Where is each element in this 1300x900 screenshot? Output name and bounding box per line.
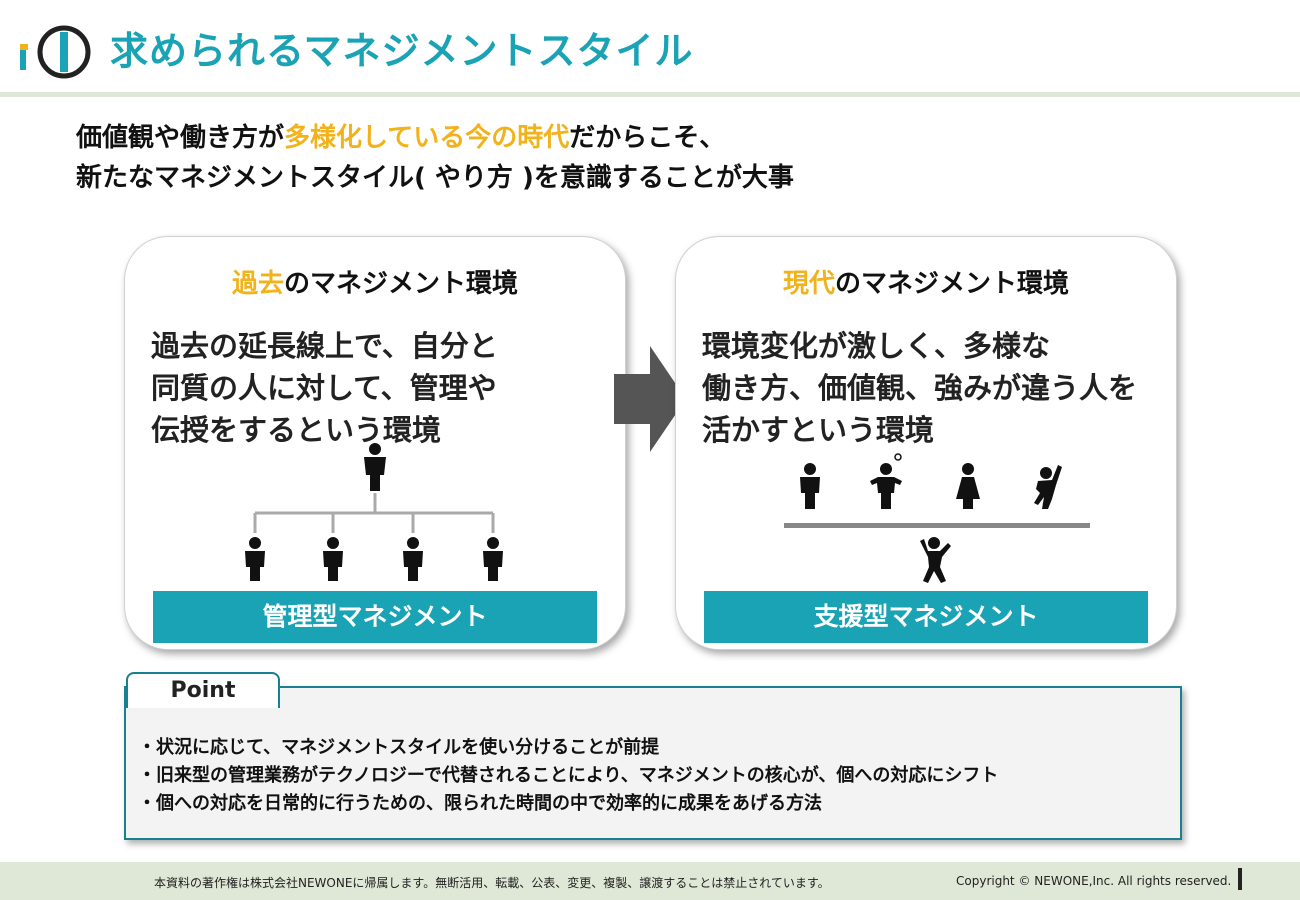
panel-past-title: 過去のマネジメント環境	[125, 263, 625, 300]
support-style-illustration	[784, 453, 1090, 583]
panel-present-management: 現代のマネジメント環境 環境変化が激しく、多様な 働き方、価値観、強みが違う人を…	[675, 236, 1177, 650]
lead-line-2: 新たなマネジメントスタイル( やり方 )を意識することが大事	[76, 163, 794, 193]
panel-present-description: 環境変化が激しく、多様な 働き方、価値観、強みが違う人を 活かすという環境	[702, 325, 1137, 451]
lead-line-1: 価値観や働き方が多様化している今の時代だからこそ、	[76, 118, 794, 158]
footer-page-marker	[1238, 868, 1242, 890]
lead-line-1-suffix: だからこそ、	[569, 123, 726, 153]
panel-present-title-rest: のマネジメント環境	[835, 269, 1070, 299]
header-divider	[0, 92, 1300, 97]
lead-text: 価値観や働き方が多様化している今の時代だからこそ、 新たなマネジメントスタイル(…	[76, 118, 794, 198]
person-icon	[245, 537, 265, 581]
lead-line-1-highlight: 多様化している今の時代	[284, 123, 570, 153]
panel-past-title-highlight: 過去	[231, 269, 284, 299]
panel-past-bar: 管理型マネジメント	[153, 591, 597, 643]
person-icon	[483, 537, 503, 581]
panel-present-line-2: 働き方、価値観、強みが違う人を	[702, 371, 1138, 405]
point-item-1: ・状況に応じて、マネジメントスタイルを使い分けることが前提	[138, 737, 660, 758]
person-icon	[956, 463, 980, 509]
lead-line-1-prefix: 価値観や働き方が	[76, 123, 285, 153]
header: 求められるマネジメントスタイル	[0, 0, 1300, 92]
point-box: ・状況に応じて、マネジメントスタイルを使い分けることが前提 ・旧来型の管理業務が…	[124, 686, 1182, 840]
panel-present-line-1: 環境変化が激しく、多様な	[702, 329, 1051, 363]
person-icon	[870, 453, 902, 509]
panel-past-management: 過去のマネジメント環境 過去の延長線上で、自分と 同質の人に対して、管理や 伝授…	[124, 236, 626, 650]
person-icon	[403, 537, 423, 581]
panel-past-line-2: 同質の人に対して、管理や	[151, 371, 497, 405]
panel-past-title-rest: のマネジメント環境	[284, 269, 519, 299]
point-tab-label: Point	[170, 678, 236, 703]
point-tab: Point	[126, 672, 280, 708]
person-icon	[364, 443, 386, 491]
panel-past-line-1: 過去の延長線上で、自分と	[151, 329, 498, 363]
footer: 本資料の著作権は株式会社NEWONEに帰属します。無断活用、転載、公表、変更、複…	[0, 862, 1300, 900]
panel-present-title: 現代のマネジメント環境	[676, 263, 1176, 300]
newone-logo-icon	[20, 25, 91, 79]
right-arrow-icon	[614, 346, 686, 452]
point-list: ・状況に応じて、マネジメントスタイルを使い分けることが前提 ・旧来型の管理業務が…	[138, 734, 998, 818]
person-icon	[1034, 465, 1062, 509]
point-item-2: ・旧来型の管理業務がテクノロジーで代替されることにより、マネジメントの核心が、個…	[138, 765, 999, 786]
point-item-3: ・個への対応を日常的に行うための、限られた時間の中で効率的に成果をあげる方法	[138, 793, 822, 814]
person-icon	[920, 537, 951, 583]
person-icon	[323, 537, 343, 581]
person-icon	[800, 463, 820, 509]
hierarchy-org-chart	[245, 443, 503, 581]
panel-present-line-3: 活かすという環境	[702, 413, 935, 447]
panel-present-title-highlight: 現代	[782, 269, 835, 299]
footer-copyright: Copyright © NEWONE,Inc. All rights reser…	[956, 874, 1232, 888]
panel-past-description: 過去の延長線上で、自分と 同質の人に対して、管理や 伝授をするという環境	[151, 325, 498, 451]
footer-copyright-notice: 本資料の著作権は株式会社NEWONEに帰属します。無断活用、転載、公表、変更、複…	[154, 876, 830, 890]
panel-past-line-3: 伝授をするという環境	[151, 413, 442, 447]
page-title: 求められるマネジメントスタイル	[110, 29, 694, 73]
panel-present-bar: 支援型マネジメント	[704, 591, 1148, 643]
